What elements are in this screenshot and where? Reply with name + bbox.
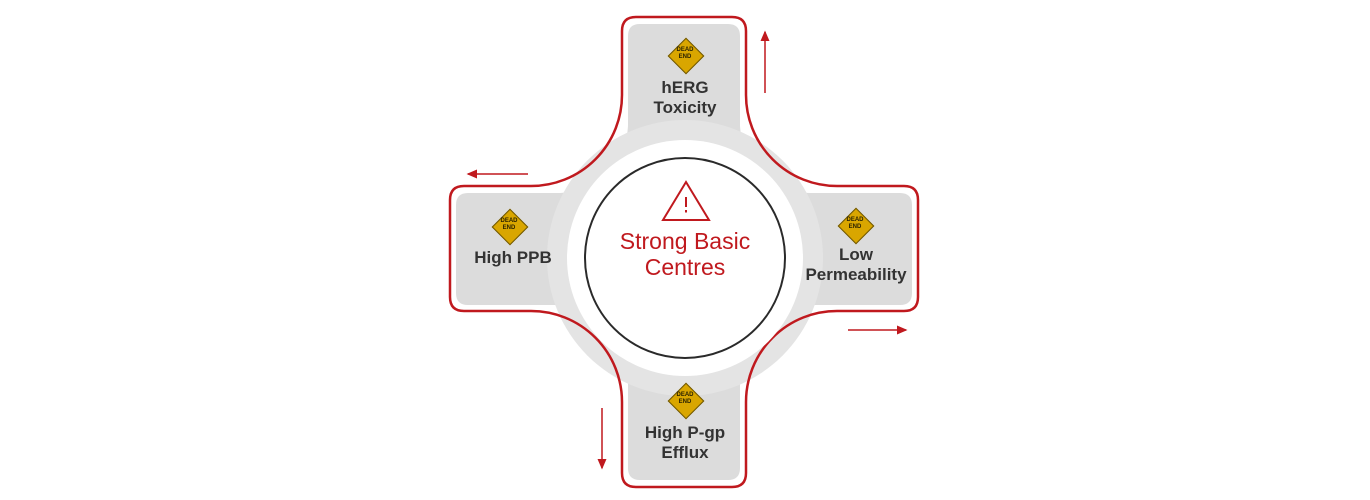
sign-text: END [678, 399, 692, 405]
sign-text: DEAD [676, 392, 694, 398]
sign-text: DEAD [676, 47, 694, 53]
arm-label-high-pgp-efflux: High P-gp Efflux [645, 423, 725, 463]
arm-label-line: Permeability [805, 265, 907, 284]
arm-label-line: Toxicity [653, 98, 717, 117]
warning-triangle-icon [661, 180, 711, 221]
sign-text: END [678, 54, 692, 60]
center-circle [584, 157, 786, 359]
sign-text: DEAD [500, 218, 518, 224]
sign-text: DEAD [846, 217, 864, 223]
center-label: Strong Basic Centres [620, 228, 750, 280]
center-label-line2: Centres [644, 254, 726, 280]
arm-label-line: Low [838, 245, 873, 264]
arm-label-low-permeability: Low Permeability [805, 245, 906, 285]
sign-text: END [502, 225, 516, 231]
arm-label-line: hERG [661, 78, 709, 97]
center-label-line1: Strong Basic [619, 228, 751, 254]
arm-label-high-ppb: High PPB [474, 248, 551, 268]
arm-label-herg-toxicity: hERG Toxicity [654, 78, 717, 118]
arm-label-line: Efflux [661, 443, 709, 462]
road-outline [448, 15, 920, 489]
sign-text: END [848, 224, 862, 230]
arm-label-line: High P-gp [644, 423, 726, 442]
arm-label-line: High PPB [474, 248, 552, 267]
